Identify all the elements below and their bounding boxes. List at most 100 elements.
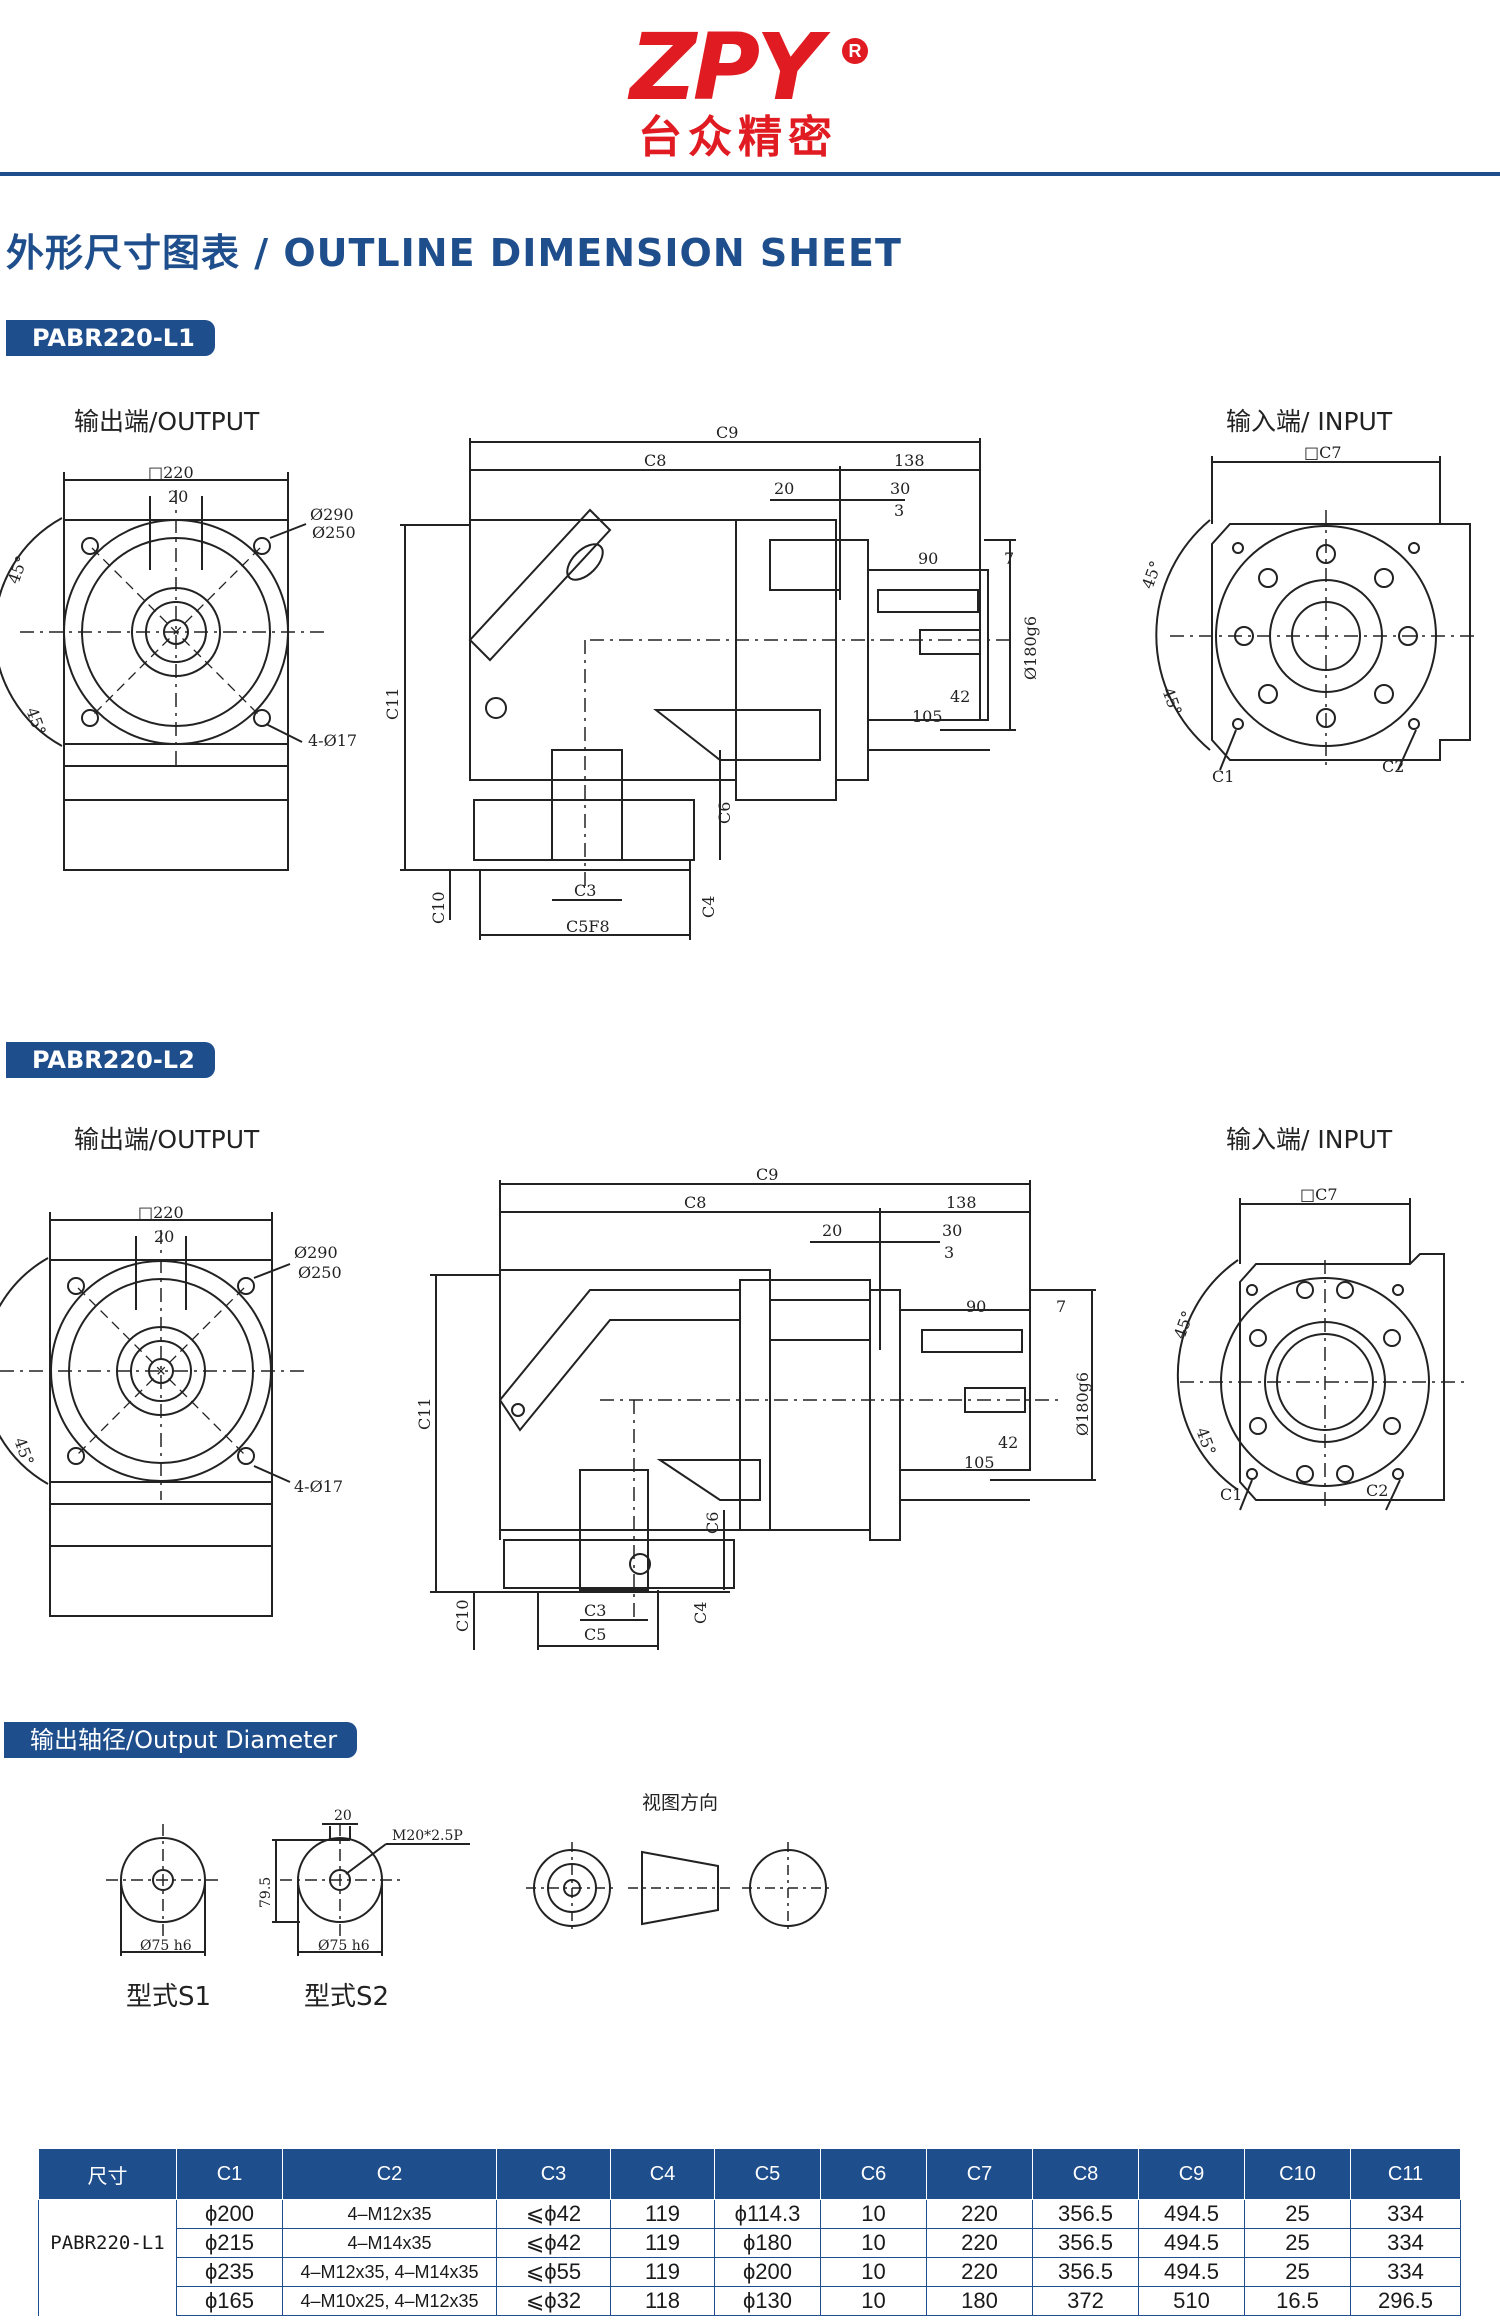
input-view-label-l2: 输入端/ INPUT: [1226, 1125, 1393, 1154]
output-front-view-l1: [0, 472, 330, 871]
section-tag-l1: PABR220-L1: [6, 320, 215, 356]
dim-c10-l2: C10: [453, 1599, 472, 1632]
dim-c7-l1: □C7: [1304, 443, 1342, 462]
header-size: 尺寸: [38, 2148, 177, 2200]
dim-c3-l2: C3: [584, 1601, 606, 1620]
output-view-label-l1: 输出端/OUTPUT: [74, 407, 260, 436]
dim-45c-l1: 45°: [1138, 558, 1166, 591]
dim-138-l2: 138: [946, 1193, 977, 1212]
cell-c8: 356.5: [1032, 2228, 1139, 2258]
model-cell: PABR220-L1: [38, 2199, 177, 2287]
cell-c5: ϕ130: [714, 2286, 821, 2316]
cell-c4: 119: [610, 2257, 715, 2287]
dim-7-l1: 7: [1004, 549, 1014, 568]
dim-c7-l2: □C7: [1300, 1185, 1338, 1204]
dim-c9-l1: C9: [716, 423, 738, 442]
cell-c9: 494.5: [1138, 2228, 1245, 2258]
header-c3: C3: [496, 2148, 611, 2200]
table-row: ϕ215 4–M14x35 ⩽ϕ42 119 ϕ180 10 220 356.5…: [39, 2228, 1461, 2258]
cell-c3: ⩽ϕ42: [496, 2199, 611, 2229]
input-end-view-l1: [1155, 456, 1480, 771]
dim-45d-l1: 45°: [1158, 685, 1186, 718]
header-c10: C10: [1244, 2148, 1351, 2200]
shaft-drawings: Ø75 h6 Ø75 h6 20 M20*2.5P 79.5: [106, 1808, 834, 1956]
table-row: PABR220-L1 ϕ200 4–M12x35 ⩽ϕ42 119 ϕ114.3…: [38, 2199, 1461, 2287]
dim-138-l1: 138: [894, 451, 925, 470]
header-divider: [0, 172, 1500, 176]
cell-c5: ϕ114.3: [714, 2199, 821, 2229]
dim-c6-l1: C6: [715, 802, 734, 824]
cell-c6: 10: [820, 2199, 927, 2229]
cell-c9: 494.5: [1138, 2199, 1245, 2229]
dim-45b-l1: 45°: [22, 705, 50, 738]
brand-chinese-name: 台众精密: [638, 112, 838, 163]
cell-c10: 25: [1244, 2228, 1351, 2258]
cell-c2: 4–M10x25, 4–M12x35: [282, 2286, 497, 2316]
dim-c2-l1: C2: [1382, 757, 1404, 776]
dim-sq220-l1: □220: [148, 463, 194, 482]
dim-45a-l1: 45°: [4, 553, 32, 586]
shaft-s1: [106, 1824, 220, 1956]
shaft-s2: [272, 1823, 470, 1956]
cell-c3: ⩽ϕ55: [496, 2257, 611, 2287]
cell-c10: 25: [1244, 2199, 1351, 2229]
dim-c8-l1: C8: [644, 451, 666, 470]
table-header-row: 尺寸 C1 C2 C3 C4 C5 C6 C7 C8 C9 C10 C11: [38, 2148, 1461, 2200]
dim-c4-l2: C4: [691, 1602, 710, 1624]
cell-c10: 25: [1244, 2257, 1351, 2287]
cell-c6: 10: [820, 2286, 927, 2316]
dim-7-l2: 7: [1056, 1297, 1066, 1316]
cell-c1: ϕ200: [176, 2199, 283, 2229]
side-section-view-l1: [400, 438, 1016, 940]
dim-105-l2: 105: [964, 1453, 995, 1472]
cell-c6: 10: [820, 2257, 927, 2287]
dim-c9-l2: C9: [756, 1165, 778, 1184]
dim-c1-l1: C1: [1212, 767, 1234, 786]
table-row: ϕ165 4–M10x25, 4–M12x35 ⩽ϕ32 118 ϕ130 10…: [38, 2286, 1461, 2316]
input-end-view-l2: [1176, 1198, 1470, 1511]
dim-c10-l1: C10: [429, 891, 448, 924]
cell-c11: 296.5: [1350, 2286, 1461, 2316]
page-title: 外形尺寸图表 / OUTLINE DIMENSION SHEET: [6, 231, 902, 275]
header-c2: C2: [282, 2148, 497, 2200]
model-cell-empty: [38, 2286, 177, 2316]
cell-c3: ⩽ϕ32: [496, 2286, 611, 2316]
header-c4: C4: [610, 2148, 715, 2200]
dim-c3-l1: C3: [574, 881, 596, 900]
cell-c2: 4–M14x35: [282, 2228, 497, 2258]
dim-c8-l2: C8: [684, 1193, 706, 1212]
dim-3-l1: 3: [894, 501, 904, 520]
cell-c1: ϕ215: [176, 2228, 283, 2258]
dim-c6-l2: C6: [703, 1512, 722, 1534]
dim-c11-l2: C11: [415, 1397, 434, 1430]
input-view-label-l1: 输入端/ INPUT: [1226, 407, 1393, 436]
cell-c1: ϕ235: [176, 2257, 283, 2287]
cell-c7: 220: [926, 2228, 1033, 2258]
dim-d180-l1: Ø180g6: [1021, 616, 1040, 680]
s2-dim-label: Ø75 h6: [318, 1938, 370, 1954]
section-tag-shaft: 输出轴径/Output Diameter: [4, 1722, 358, 1758]
dim-c1-l2: C1: [1220, 1485, 1242, 1504]
cell-c5: ϕ200: [714, 2257, 821, 2287]
dim-30-l2: 30: [942, 1221, 962, 1240]
cell-c11: 334: [1350, 2199, 1461, 2229]
dim-105-l1: 105: [912, 707, 943, 726]
brand-header: ZPY R 台众精密: [0, 0, 1500, 180]
dim-90-l1: 90: [918, 549, 938, 568]
cell-c2: 4–M12x35: [282, 2199, 497, 2229]
dim-90-l2: 90: [966, 1297, 986, 1316]
view-direction-diagram: [526, 1842, 834, 1934]
cell-c7: 220: [926, 2199, 1033, 2229]
dim-42-l2: 42: [998, 1433, 1018, 1452]
header-c1: C1: [176, 2148, 283, 2200]
header-c8: C8: [1032, 2148, 1139, 2200]
variant-s1-label: 型式S1: [126, 1982, 212, 2012]
dim-holes-l2: 4-Ø17: [294, 1477, 343, 1496]
dim-c2-l2: C2: [1366, 1481, 1388, 1500]
cell-c11: 334: [1350, 2257, 1461, 2287]
dim-c11-l1: C11: [383, 687, 402, 720]
cell-c1: ϕ165: [176, 2286, 283, 2316]
dim-c5-l2: C5: [584, 1625, 606, 1644]
dim-20b-l1: 20: [774, 479, 794, 498]
header-c5: C5: [714, 2148, 821, 2200]
